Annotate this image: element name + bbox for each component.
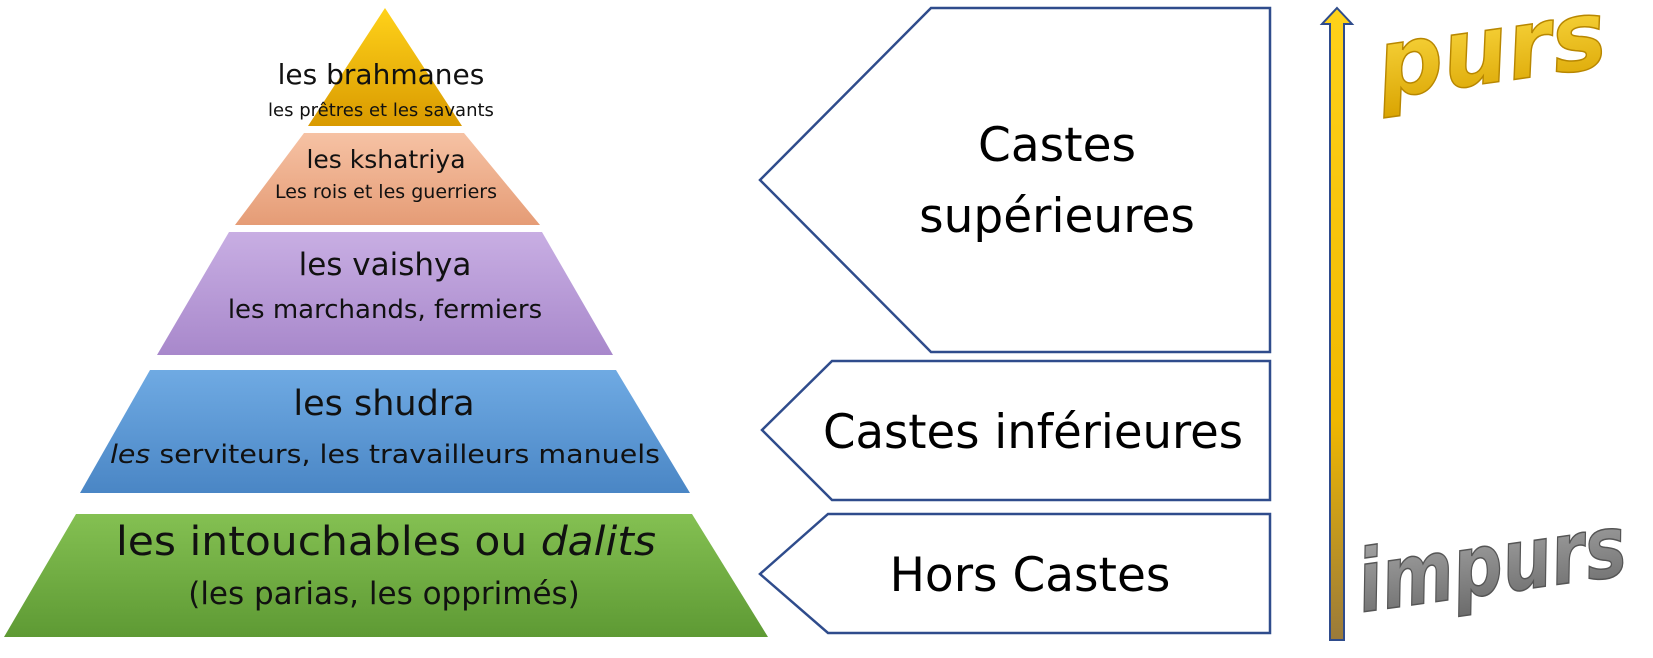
tier-shudra-subtitle-rest: serviteurs, les travailleurs manuels [150, 440, 660, 470]
tier-shudra-title: les shudra [293, 384, 474, 424]
label-purs: purs [1369, 0, 1613, 121]
pyramid: les brahmanes les prêtres et les savants… [4, 8, 768, 637]
tier-kshatriya-title: les kshatriya [306, 145, 465, 174]
tier-vaishya-subtitle: les marchands, fermiers [228, 295, 542, 325]
tier-kshatriya-shape [235, 133, 540, 225]
callout-hors-castes [758, 512, 1272, 635]
tier-dalits-title: les intouchables ou dalits [116, 519, 656, 565]
callouts: Castes supérieures Castes inférieures Ho… [758, 6, 1272, 635]
tier-dalits-title-italic: dalits [541, 519, 656, 565]
tier-vaishya-shape [157, 232, 613, 355]
callout-castes-inferieures [760, 359, 1272, 502]
label-impurs: impurs [1351, 496, 1632, 633]
purity-scale: purs impurs [1319, 0, 1633, 641]
tier-dalits-title-main: les intouchables ou [116, 519, 541, 565]
tier-brahmanes-title: les brahmanes [278, 58, 485, 91]
callout-castes-superieures-line2: supérieures [919, 189, 1195, 244]
callout-castes-superieures-line1: Castes [978, 118, 1136, 173]
tier-dalits-subtitle: (les parias, les opprimés) [188, 576, 580, 612]
tier-shudra-shape [80, 370, 690, 493]
tier-kshatriya-subtitle: Les rois et les guerriers [275, 181, 497, 203]
callout-castes-superieures [758, 6, 1272, 354]
up-arrow [1319, 6, 1355, 641]
callout-castes-inferieures-label: Castes inférieures [823, 405, 1243, 460]
tier-vaishya-title: les vaishya [299, 247, 472, 283]
tier-brahmanes-subtitle: les prêtres et les savants [268, 100, 494, 121]
tier-brahmanes-shape [308, 8, 462, 126]
callout-hors-castes-label: Hors Castes [890, 548, 1171, 603]
tier-shudra-subtitle-italic: les [110, 440, 150, 470]
tier-dalits-shape [4, 514, 768, 637]
tier-shudra-subtitle: les serviteurs, les travailleurs manuels [110, 440, 660, 470]
